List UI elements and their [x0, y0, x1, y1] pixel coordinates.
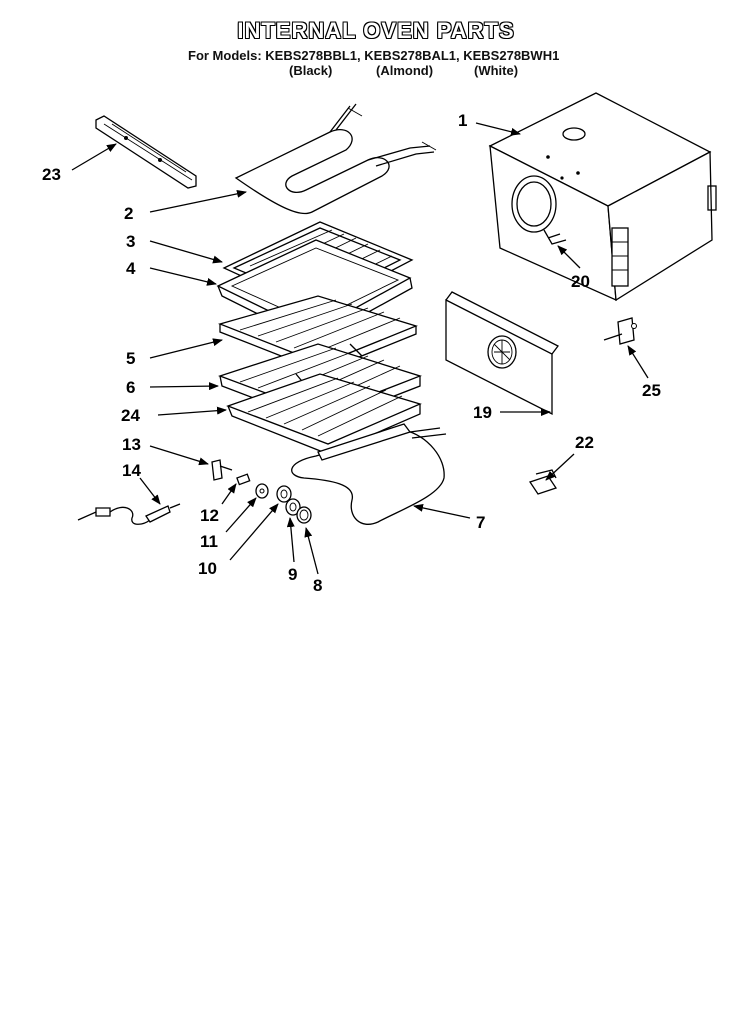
callout-13: 13: [122, 435, 141, 454]
part-9-lens-ring: [285, 498, 301, 516]
callouts: 1 2 3 4 5 6 7 8 9 10 11 12 13 14 19 20 2…: [42, 111, 661, 595]
callout-12: 12: [200, 506, 219, 525]
callout-8: 8: [313, 576, 322, 595]
callout-3: 3: [126, 232, 135, 251]
part-11-washer: [255, 483, 269, 499]
part-13-clip: [211, 459, 233, 481]
part-24-rollout-rack: [226, 373, 422, 455]
callout-24: 24: [121, 406, 140, 425]
part-5-oven-rack: [217, 295, 418, 373]
part-19-fan-cover: [445, 291, 559, 416]
callout-11: 11: [200, 532, 218, 551]
callout-2: 2: [124, 204, 133, 223]
callout-23: 23: [42, 165, 61, 184]
callout-19: 19: [473, 403, 492, 422]
models-line: For Models: KEBS278BBL1, KEBS278BAL1, KE…: [188, 48, 560, 63]
part-12-spacer: [236, 473, 251, 486]
callout-22: 22: [575, 433, 594, 452]
callout-1: 1: [458, 111, 467, 130]
part-10-socket: [276, 485, 292, 503]
part-8-lens: [296, 506, 312, 524]
callout-20: 20: [571, 272, 590, 291]
callout-10: 10: [198, 559, 217, 578]
diagram-title: INTERNAL OVEN PARTS: [237, 18, 515, 43]
leader-lines: [71, 122, 649, 575]
callout-5: 5: [126, 349, 135, 368]
callout-9: 9: [288, 565, 297, 584]
part-1-oven-cavity: [488, 92, 717, 302]
part-25-clip: [603, 317, 637, 345]
callout-7: 7: [476, 513, 485, 532]
part-2-broil-element: [234, 103, 437, 215]
part-7-bake-element: [291, 423, 447, 525]
variant-black: (Black): [289, 63, 333, 78]
variant-white: (White): [474, 63, 519, 78]
callout-4: 4: [126, 259, 136, 278]
callout-14: 14: [122, 461, 141, 480]
part-20-convection-element: [511, 175, 567, 245]
variant-almond: (Almond): [376, 63, 434, 78]
callout-25: 25: [642, 381, 661, 400]
part-23-rack-bracket: [95, 115, 197, 189]
callout-6: 6: [126, 378, 135, 397]
part-14-meat-probe: [77, 503, 181, 525]
